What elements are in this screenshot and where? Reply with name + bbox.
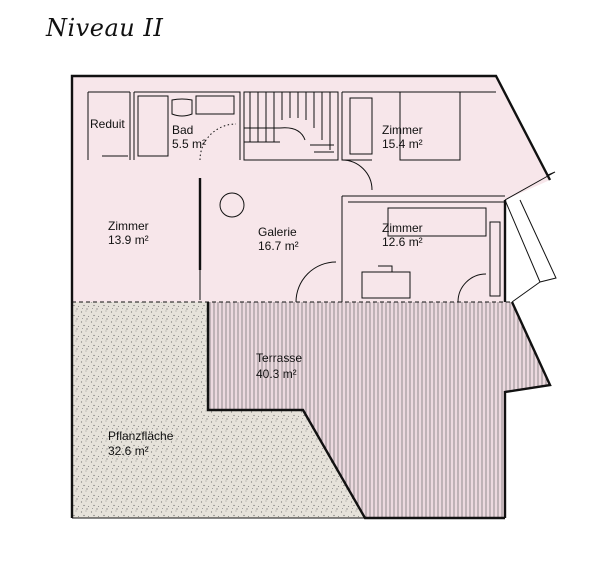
plan-title: Niveau II — [46, 14, 164, 42]
desk — [361, 265, 411, 299]
stair — [243, 91, 339, 161]
terrace-area — [208, 302, 550, 518]
outer-wall — [70, 74, 552, 518]
room-area-zimmer3: 12.6 m² — [382, 235, 423, 249]
bed-zimmer3 — [387, 207, 501, 297]
room-name-zimmer3: Zimmer — [382, 221, 423, 235]
room-name-zimmer2: Zimmer — [108, 219, 149, 233]
room-area-galerie: 16.7 m² — [258, 239, 299, 253]
room-name-terrasse: Terrasse — [256, 351, 302, 365]
door-zimmer1 — [341, 159, 373, 191]
room-area-pflanz: 32.6 m² — [108, 444, 149, 458]
room-name-galerie: Galerie — [258, 225, 297, 239]
room-name-reduit: Reduit — [90, 117, 125, 131]
room-area-zimmer1: 15.4 m² — [382, 137, 423, 151]
room-name-zimmer1: Zimmer — [382, 123, 423, 137]
door-zimmer3 — [457, 273, 487, 303]
terrace-outer-edge — [503, 301, 552, 518]
door-galerie — [295, 261, 337, 303]
room-name-bad: Bad — [172, 123, 193, 137]
room-area-bad: 5.5 m² — [172, 137, 206, 151]
room-area-zimmer2: 13.9 m² — [108, 233, 149, 247]
wall-bad — [133, 91, 241, 160]
room-name-pflanz: Pflanzfläche — [108, 429, 174, 443]
terrace-boundary — [206, 302, 505, 520]
room-area-terrasse: 40.3 m² — [256, 367, 297, 381]
facade-bay — [504, 171, 557, 303]
round-table — [219, 192, 245, 218]
wall-center — [341, 195, 505, 302]
interior-area — [72, 76, 550, 302]
bad-door-swing — [199, 123, 237, 161]
wall-bad-basin — [171, 98, 193, 117]
wall-reduit — [87, 91, 131, 160]
